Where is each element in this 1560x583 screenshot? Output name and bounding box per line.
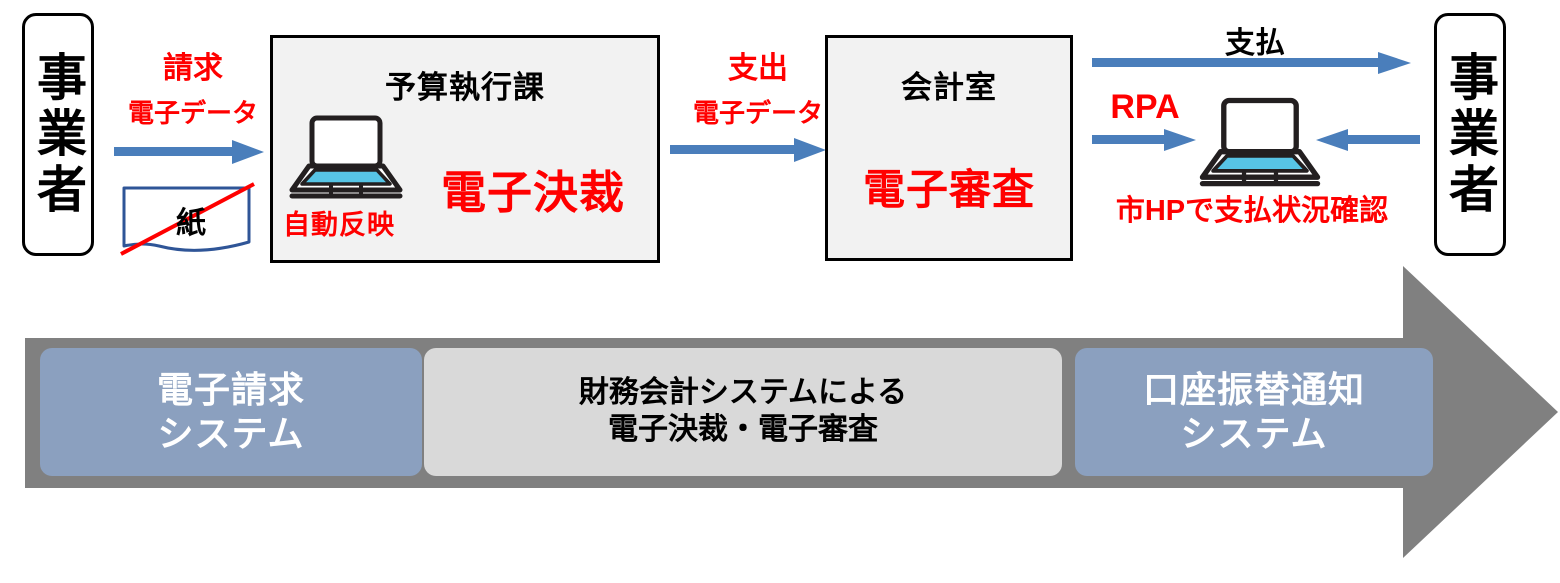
actor-box-left: 事業者 <box>22 13 94 256</box>
payment-top-label: 支払 <box>1225 27 1285 60</box>
laptop-icon-payment <box>1199 97 1321 187</box>
system-box-financial-accounting: 財務会計システムによる 電子決裁・電子審査 <box>424 348 1062 476</box>
system-box-account-transfer-notice: 口座振替通知 システム <box>1075 348 1433 476</box>
flow1-blue-arrow <box>114 140 264 164</box>
paper-label: 紙 <box>176 207 206 240</box>
system-box-financial-accounting-line2: 電子決裁・電子審査 <box>607 413 878 446</box>
flow2-blue-arrow <box>670 138 826 162</box>
dept-budget-red-main: 電子決裁 <box>441 167 626 218</box>
flow2-label-line2: 電子データ <box>692 98 823 128</box>
system-box-account-transfer-notice-line1: 口座振替通知 <box>1142 369 1365 411</box>
dept-accounting-red-main: 電子審査 <box>862 166 1035 213</box>
system-box-e-billing: 電子請求 システム <box>40 348 422 476</box>
paper-document-shape: 紙 <box>118 180 264 264</box>
rpa-label: RPA <box>1110 88 1180 126</box>
rpa-blue-arrow <box>1092 129 1196 151</box>
dept-box-accounting: 会計室 電子審査 <box>825 35 1073 261</box>
actor-left-label: 事業者 <box>30 50 86 219</box>
system-box-account-transfer-notice-line2: システム <box>1180 413 1328 454</box>
dept-budget-title: 予算執行課 <box>385 70 545 105</box>
flow1-label-line1: 請求 <box>163 52 223 85</box>
dept-accounting-title: 会計室 <box>901 70 997 105</box>
system-box-financial-accounting-line1: 財務会計システムによる <box>578 376 908 410</box>
actor-box-right: 事業者 <box>1434 13 1506 256</box>
dept-box-budget: 予算執行課 自動反映 電子決裁 <box>270 35 660 263</box>
actor-right-label: 事業者 <box>1442 50 1498 219</box>
payment-status-label: 市HPで支払状況確認 <box>1115 195 1389 227</box>
flow2-label-line1: 支出 <box>728 52 788 85</box>
dept-budget-red-sub: 自動反映 <box>283 210 395 240</box>
system-box-e-billing-line1: 電子請求 <box>156 369 305 411</box>
laptop-icon <box>289 115 403 199</box>
payment-blue-arrow-left <box>1316 129 1420 151</box>
flow1-label-line2: 電子データ <box>127 98 258 128</box>
payment-blue-arrow-right <box>1092 52 1411 74</box>
system-box-e-billing-line2: システム <box>157 413 305 454</box>
